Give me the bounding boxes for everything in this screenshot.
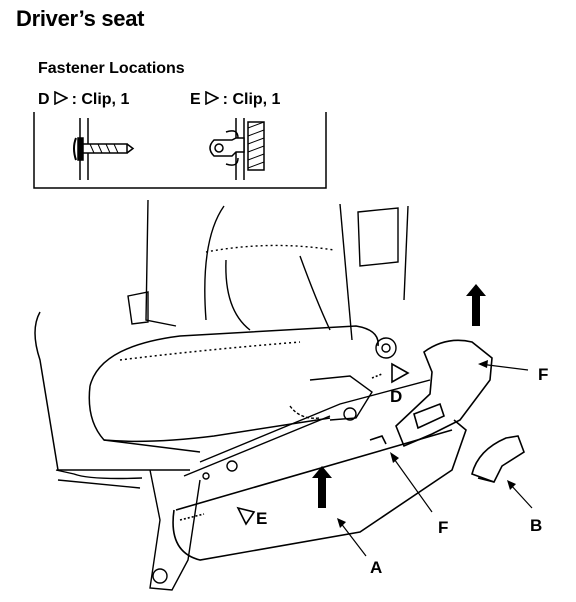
clip-e-icon — [209, 118, 265, 180]
leader-arrowheads — [337, 360, 516, 528]
triangle-marker-icon — [53, 91, 68, 105]
clip-d-text: : Clip, 1 — [71, 91, 130, 108]
triangle-marker-icon — [236, 506, 256, 526]
fastener-locations-heading: Fastener Locations — [38, 60, 185, 77]
seat-frame — [55, 337, 431, 591]
clip-d-icon — [73, 118, 135, 180]
seat-back — [127, 199, 409, 341]
clip-d-label: D : Clip, 1 — [38, 91, 129, 109]
fastener-box — [33, 112, 327, 189]
up-arrow-icon — [312, 466, 332, 508]
clip-d-letter: D — [38, 91, 50, 108]
callout-b: B — [530, 516, 542, 535]
page-title: Driver’s seat — [16, 6, 145, 31]
up-arrow-icon — [466, 284, 486, 326]
triangle-marker-icon — [391, 362, 410, 384]
callout-f-upper: F — [538, 365, 548, 384]
callout-d: D — [390, 387, 402, 406]
leader-lines — [339, 363, 533, 557]
callout-f-lower: F — [438, 518, 448, 537]
seat-cushion — [34, 311, 379, 471]
clip-e-text: : Clip, 1 — [222, 91, 281, 108]
triangle-marker-icon — [204, 91, 219, 105]
clip-e-label: E : Clip, 1 — [190, 91, 280, 109]
cover-a — [172, 339, 493, 561]
callout-e: E — [256, 509, 267, 528]
cover-b — [471, 435, 525, 483]
callout-a: A — [370, 558, 382, 577]
clip-e-letter: E — [190, 91, 201, 108]
